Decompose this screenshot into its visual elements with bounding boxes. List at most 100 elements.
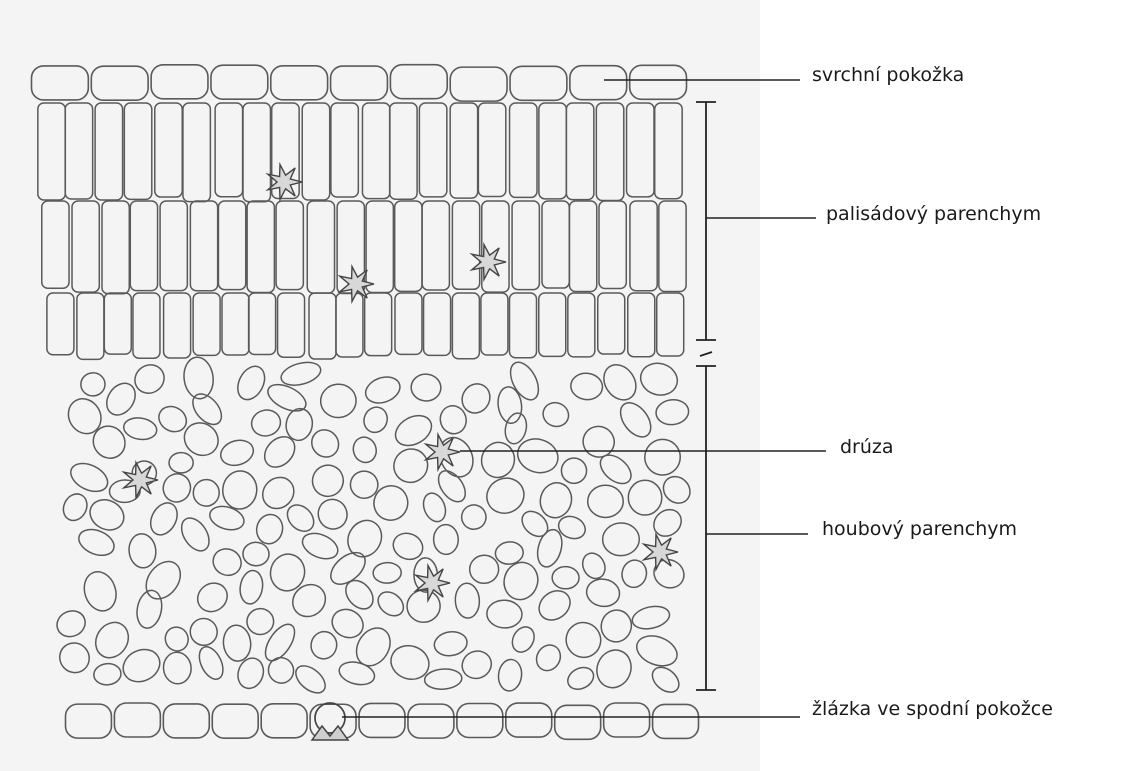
spongy-cell — [433, 524, 459, 555]
palisade-cell — [47, 293, 74, 355]
epidermis-cell — [630, 65, 687, 99]
spongy-cell — [598, 607, 635, 645]
epidermis-cell — [212, 704, 258, 738]
epidermis-cell — [163, 704, 209, 738]
spongy-cell — [602, 522, 640, 556]
spongy-cell — [481, 472, 529, 518]
spongy-cell — [192, 577, 233, 617]
palisade-cell — [422, 201, 449, 290]
palisade-cell — [539, 103, 566, 199]
spongy-cell — [494, 541, 524, 566]
spongy-cell — [517, 506, 552, 541]
spongy-cell — [195, 643, 228, 683]
label-druse: drúza — [840, 438, 894, 457]
palisade-cell — [218, 201, 245, 290]
bracket-spongy — [696, 366, 716, 690]
spongy-cell — [637, 359, 682, 400]
palisade-cell — [452, 293, 479, 359]
spongy-cell — [362, 372, 404, 407]
druse-crystal — [644, 535, 678, 570]
spongy-cell — [628, 480, 661, 515]
spongy-cell — [508, 623, 538, 656]
spongy-cell — [619, 558, 649, 590]
spongy-cell — [614, 397, 656, 442]
spongy-cell — [299, 528, 342, 563]
spongy-cell — [308, 461, 348, 501]
spongy-cell — [486, 599, 523, 628]
spongy-cell — [630, 603, 672, 632]
spongy-cell — [209, 544, 246, 580]
spongy-cell — [386, 641, 433, 685]
spongy-cell — [54, 637, 96, 679]
spongy-cell — [454, 583, 480, 619]
spongy-cell — [309, 629, 340, 661]
spongy-cell — [222, 624, 253, 663]
palisade-cell — [568, 293, 595, 357]
palisade-cell — [450, 103, 477, 198]
palisade-cell — [659, 201, 686, 292]
spongy-cell — [424, 668, 463, 691]
spongy-cell — [642, 437, 683, 478]
spongy-cell — [118, 644, 165, 688]
spongy-cell — [369, 481, 413, 526]
spongy-cell — [578, 549, 609, 582]
palisade-cell — [72, 201, 99, 292]
spongy-cell — [405, 588, 441, 623]
spongy-cell — [458, 647, 496, 683]
palisade-cell — [183, 103, 210, 202]
palisade-cell — [478, 103, 505, 196]
bracket-gap-mark — [700, 352, 712, 356]
spongy-cell — [342, 514, 388, 562]
spongy-cell — [457, 379, 495, 418]
druse-crystal — [472, 245, 506, 280]
spongy-cell — [505, 358, 544, 405]
druse-crystal — [268, 165, 302, 200]
epidermis-cell — [66, 704, 112, 738]
spongy-cell — [242, 542, 269, 567]
epidermis-cell — [604, 703, 650, 737]
palisade-cell — [336, 293, 363, 357]
label-upper-epidermis: svrchní pokožka — [812, 66, 964, 85]
spongy-cell — [139, 555, 187, 606]
spongy-parenchyma — [53, 356, 696, 699]
label-palisade-parenchyma: palisádový parenchym — [826, 205, 1041, 224]
spongy-cell — [337, 659, 377, 688]
spongy-cell — [291, 661, 330, 699]
spongy-cell — [169, 453, 193, 473]
spongy-cell — [459, 502, 489, 532]
spongy-cell — [232, 362, 269, 404]
epidermis-cell — [555, 705, 601, 739]
palisade-cell — [130, 201, 157, 291]
spongy-cell — [468, 554, 500, 585]
palisade-cell — [65, 103, 92, 199]
druse-crystals — [124, 165, 678, 601]
spongy-cell — [536, 479, 575, 521]
palisade-cell — [42, 201, 69, 288]
spongy-cell — [532, 641, 565, 675]
epidermis-cell — [331, 66, 388, 100]
palisade-cell — [302, 103, 329, 200]
palisade-cell — [309, 293, 336, 359]
leader-lines — [342, 80, 826, 717]
spongy-cell — [478, 439, 519, 481]
palisade-cell — [222, 293, 249, 355]
spongy-cell — [373, 587, 408, 621]
spongy-cell — [79, 567, 121, 615]
spongy-cell — [648, 504, 686, 542]
epidermis-cell — [457, 703, 503, 737]
palisade-cell — [395, 201, 422, 291]
spongy-cell — [564, 663, 597, 693]
palisade-cell — [104, 293, 131, 354]
palisade-cell — [424, 293, 451, 355]
spongy-cell — [286, 578, 332, 623]
spongy-cell — [80, 372, 105, 396]
epidermis-cell — [151, 65, 208, 99]
palisade-cell — [510, 293, 537, 358]
palisade-cell — [542, 201, 569, 288]
palisade-cell — [133, 293, 160, 358]
spongy-cell — [185, 613, 223, 651]
spongy-cell — [569, 371, 604, 401]
epidermis-cell — [450, 67, 507, 101]
